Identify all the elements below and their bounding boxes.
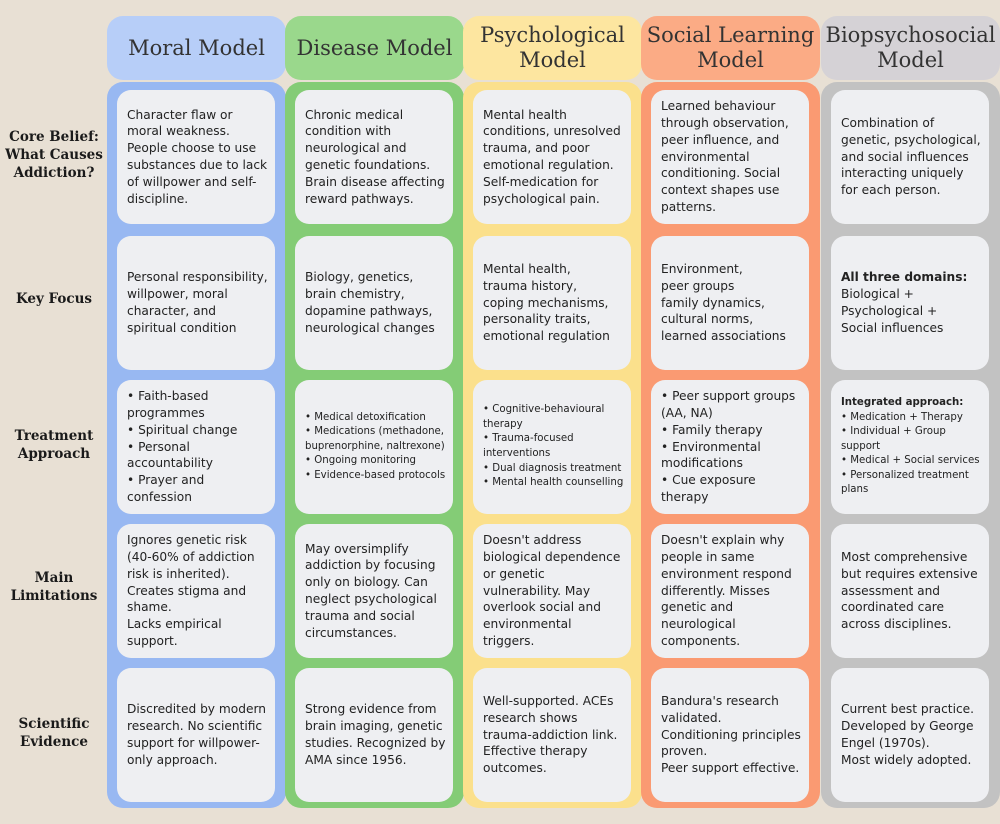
cell-line: Mental health, — [483, 262, 571, 276]
cell-heading: All three domains: — [841, 270, 968, 285]
cell-line: Strong evidence from brain imaging, gene… — [305, 702, 446, 767]
cell-line: Chronic medical condition with neurologi… — [305, 107, 445, 206]
cell-line: • Trauma-focused interventions — [483, 433, 574, 459]
cell-line: Social influences — [841, 320, 944, 335]
cell: Biology, genetics, brain chemistry, dopa… — [295, 236, 453, 370]
cell-line: Combination of genetic, psychological, a… — [841, 116, 981, 198]
cell: May oversimplify addiction by focusing o… — [295, 524, 453, 658]
cell-line: Well-supported. ACEs research shows trau… — [483, 694, 618, 776]
cell-line: Creates stigma and shame. — [127, 583, 247, 615]
cell-line: Lacks empirical support. — [127, 617, 222, 648]
column-header: Social Learning Model — [641, 16, 820, 80]
cell-line: Mental health conditions, unresolved tra… — [483, 107, 621, 206]
cell-line: • Medication + Therapy — [841, 411, 963, 423]
cell: Environment, peer groups family dynamics, c… — [651, 236, 809, 370]
cell-line: May oversimplify addiction by focusing o… — [305, 541, 437, 640]
cell-line: • Peer support groups (AA, NA) — [661, 389, 796, 420]
cell: Doesn't explain why people in same envir… — [651, 524, 809, 658]
cell-line: • Dual diagnosis treatment — [483, 462, 622, 474]
cell: Bandura's research validated.Conditionin… — [651, 668, 809, 802]
cell-line: family dynamics, — [661, 295, 765, 310]
cell-line: • Medical + Social services — [841, 455, 980, 467]
cell-line: • Medications (methadone, buprenorphine,… — [305, 426, 445, 452]
cell-line: Most comprehensive but requires extensiv… — [841, 550, 978, 632]
cell-line: • Medical detoxification — [305, 411, 426, 423]
cell-line: • Faith-based programmes — [127, 389, 209, 420]
cell: Mental health conditions, unresolved tra… — [473, 90, 631, 224]
cell-line: learned associations — [661, 329, 786, 344]
cell: • Faith-based programmes • Spiritual chan… — [117, 380, 275, 514]
column-header: Disease Model — [285, 16, 464, 80]
row-label: Treatment Approach — [14, 428, 94, 462]
cell-line: • Environmental modifications — [661, 439, 761, 471]
cell-line: • Personalized treatment plans — [841, 469, 969, 496]
cell: Learned behaviour through observation, p… — [651, 90, 809, 224]
cell: Mental health, trauma history, coping mech… — [473, 236, 631, 370]
cell: Well-supported. ACEs research shows trau… — [473, 668, 631, 802]
cell: Discredited by modern research. No scien… — [117, 668, 275, 802]
cell-line: Doesn't explain why people in same envir… — [661, 533, 792, 648]
cell-line: Psychological + — [841, 304, 938, 318]
cell-line: • Evidence-based protocols — [305, 469, 446, 481]
cell-line: personality traits, — [483, 312, 591, 327]
cell-line: peer groups — [661, 278, 735, 293]
cell-line: • Family therapy — [661, 422, 763, 437]
row-label: Scientific Evidence — [18, 716, 90, 750]
column-header: Psychological Model — [463, 16, 642, 80]
cell: Personal responsibility, willpower, mora… — [117, 236, 275, 370]
cell: Most comprehensive but requires extensiv… — [831, 524, 989, 658]
cell-line: cultural norms, — [661, 312, 754, 327]
cell-line: Biology, genetics, brain chemistry, dopa… — [305, 270, 435, 335]
cell-line: Discredited by modern research. No scien… — [127, 702, 266, 767]
cell: Ignores genetic risk (40-60% of addictio… — [117, 524, 275, 658]
cell-line: • Cue exposure therapy — [661, 473, 756, 504]
cell-line: • Individual + Group support — [841, 426, 946, 452]
row-label: Main Limitations — [10, 570, 98, 604]
cell-line: • Ongoing monitoring — [305, 455, 417, 467]
cell-line: • Mental health counselling — [483, 477, 624, 489]
cell: Strong evidence from brain imaging, gene… — [295, 668, 453, 802]
cell: Combination of genetic, psychological, a… — [831, 90, 989, 224]
cell-line: Ignores genetic risk (40-60% of addictio… — [127, 533, 255, 581]
cell-line: Peer support effective. — [661, 761, 800, 776]
cell-line: • Prayer and confession — [127, 473, 205, 504]
cell-line: • Spiritual change — [127, 422, 238, 437]
cell-line: Developed by George Engel (1970s). — [841, 719, 974, 750]
cell: All three domains: Biological + Psychologi… — [831, 236, 989, 370]
cell: Character flaw or moral weakness. People… — [117, 90, 275, 224]
row-label: Core Belief: What Causes Addiction? — [5, 129, 103, 181]
cell-line: Personal responsibility, willpower, mora… — [127, 270, 268, 335]
cell-line: Most widely adopted. — [841, 752, 972, 767]
cell-line: Bandura's research validated. — [661, 694, 779, 725]
cell-line: Current best practice. — [841, 702, 975, 717]
cell-line: • Cognitive-behavioural therapy — [483, 404, 605, 430]
column-header: Biopsychosocial Model — [821, 16, 1000, 80]
row-label: Key Focus — [15, 291, 93, 307]
cell: Doesn't address biological dependence or… — [473, 524, 631, 658]
cell-line: Environment, — [661, 262, 743, 276]
cell: • Peer support groups (AA, NA) • Family t… — [651, 380, 809, 514]
cell-line: Biological + — [841, 287, 914, 302]
cell: • Medical detoxification • Medications (m… — [295, 380, 453, 514]
cell-line: trauma history, — [483, 278, 577, 293]
cell-line: • Personal accountability — [127, 439, 213, 471]
cell: Integrated approach: • Medication + Thera… — [831, 380, 989, 514]
cell-line: Character flaw or moral weakness. People… — [127, 107, 268, 206]
cell-line: emotional regulation — [483, 329, 610, 344]
cell: Current best practice. Developed by Georg… — [831, 668, 989, 802]
cell: • Cognitive-behavioural therapy • Trauma-… — [473, 380, 631, 514]
column-header: Moral Model — [107, 16, 286, 80]
cell-line: Conditioning principles proven. — [661, 727, 801, 759]
cell-line: coping mechanisms, — [483, 295, 609, 310]
cell-heading: Integrated approach: — [841, 396, 964, 408]
cell-line: Learned behaviour through observation, p… — [661, 99, 789, 214]
cell-line: Doesn't address biological dependence or… — [483, 533, 621, 648]
cell: Chronic medical condition with neurologi… — [295, 90, 453, 224]
